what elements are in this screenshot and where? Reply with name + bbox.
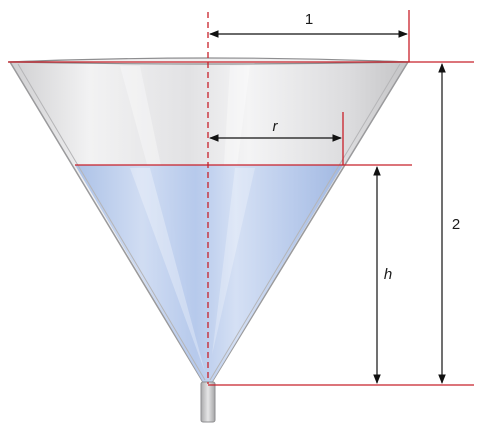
funnel-inner-right-wall <box>209 63 401 381</box>
funnel-stem <box>200 381 216 423</box>
water-height-label: h <box>384 266 392 283</box>
water-volume <box>75 165 343 382</box>
funnel-inner-left-wall <box>17 63 206 381</box>
water-highlight <box>212 168 255 355</box>
water-radius-label: r <box>273 118 279 135</box>
funnel-rim <box>7 57 411 65</box>
water-highlight <box>130 168 205 372</box>
top-radius-label: 1 <box>305 11 313 28</box>
total-height-label: 2 <box>452 216 460 233</box>
